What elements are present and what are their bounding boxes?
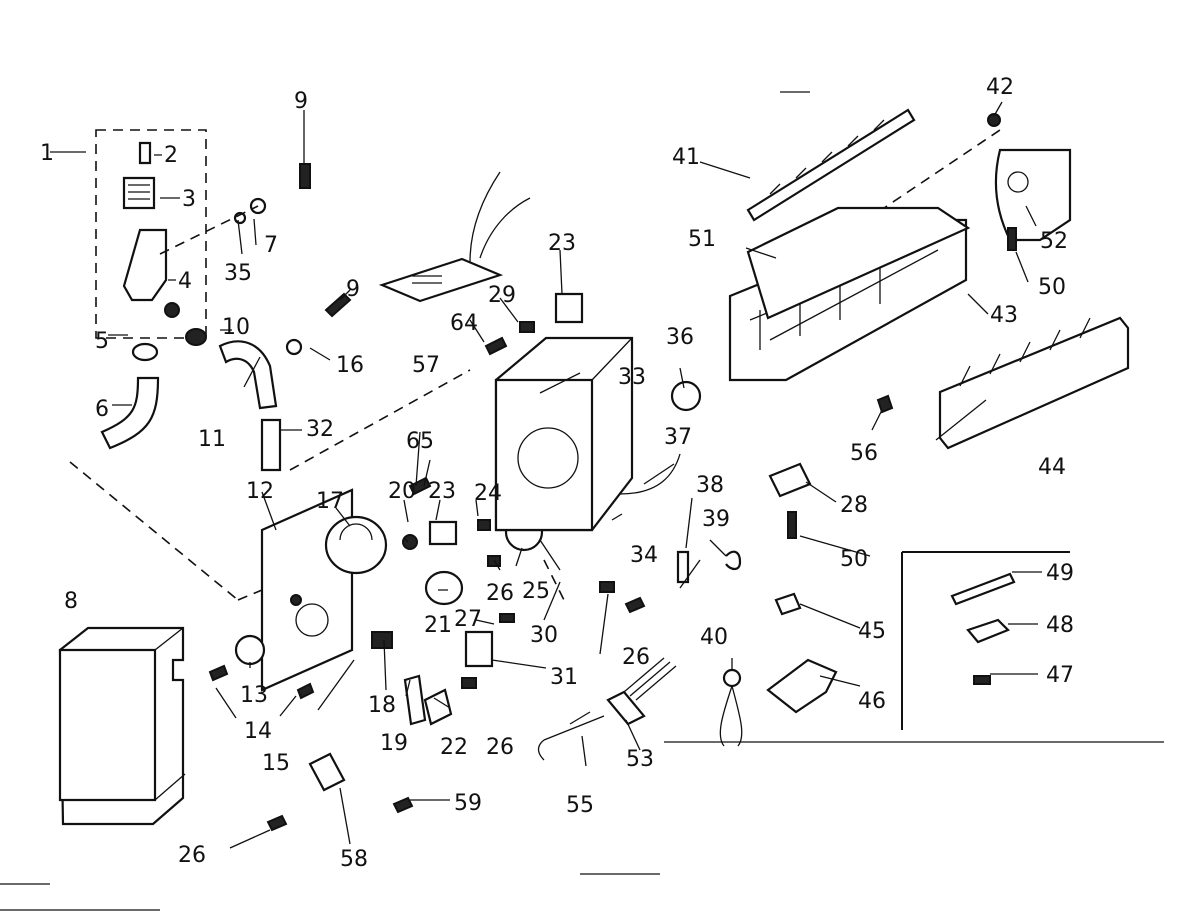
callout-18: 18 bbox=[368, 693, 396, 718]
callout-4: 4 bbox=[178, 269, 192, 294]
callout-23b: 23 bbox=[548, 231, 576, 256]
callout-15: 15 bbox=[262, 751, 290, 776]
callout-25: 25 bbox=[522, 579, 550, 604]
callout-14: 14 bbox=[244, 719, 272, 744]
callout-17: 17 bbox=[316, 489, 344, 514]
callout-11: 11 bbox=[198, 427, 226, 452]
callout-5: 5 bbox=[95, 329, 109, 354]
callout-44: 44 bbox=[1038, 455, 1066, 480]
callout-26a: 26 bbox=[486, 581, 514, 606]
callout-47: 47 bbox=[1046, 663, 1074, 688]
callout-41: 41 bbox=[672, 145, 700, 170]
callout-9b: 9 bbox=[346, 277, 360, 302]
callout-10: 10 bbox=[222, 315, 250, 340]
callout-58: 58 bbox=[340, 847, 368, 872]
callout-19: 19 bbox=[380, 731, 408, 756]
callout-65: 65 bbox=[406, 429, 434, 454]
callout-59: 59 bbox=[454, 791, 482, 816]
callout-50a: 50 bbox=[1038, 275, 1066, 300]
callout-9a: 9 bbox=[294, 89, 308, 114]
callout-57: 57 bbox=[412, 353, 440, 378]
callout-2: 2 bbox=[164, 143, 178, 168]
callout-16: 16 bbox=[336, 353, 364, 378]
callout-3: 3 bbox=[182, 187, 196, 212]
leader-lines bbox=[50, 101, 1042, 849]
callout-labels: 1 2 3 4 5 6 7 8 9 9 10 11 12 13 14 15 16… bbox=[40, 75, 1074, 872]
callout-6: 6 bbox=[95, 397, 109, 422]
callout-51: 51 bbox=[688, 227, 716, 252]
callout-31: 31 bbox=[550, 665, 578, 690]
callout-12: 12 bbox=[246, 479, 274, 504]
callout-46: 46 bbox=[858, 689, 886, 714]
callout-26d: 26 bbox=[178, 843, 206, 868]
parts-layer bbox=[58, 108, 1164, 832]
callout-43: 43 bbox=[990, 303, 1018, 328]
callout-53: 53 bbox=[626, 747, 654, 772]
callout-49: 49 bbox=[1046, 561, 1074, 586]
scan-artifacts bbox=[0, 91, 810, 911]
callout-22: 22 bbox=[440, 735, 468, 760]
callout-26c: 26 bbox=[486, 735, 514, 760]
callout-42: 42 bbox=[986, 75, 1014, 100]
callout-34: 34 bbox=[630, 543, 658, 568]
callout-33: 33 bbox=[618, 365, 646, 390]
callout-8: 8 bbox=[64, 589, 78, 614]
callout-27: 27 bbox=[454, 607, 482, 632]
callout-1: 1 bbox=[40, 141, 54, 166]
callout-32: 32 bbox=[306, 417, 334, 442]
callout-20: 20 bbox=[388, 479, 416, 504]
callout-21: 21 bbox=[424, 613, 452, 638]
callout-13: 13 bbox=[240, 683, 268, 708]
callout-50b: 50 bbox=[840, 547, 868, 572]
callout-64: 64 bbox=[450, 311, 478, 336]
callout-36: 36 bbox=[666, 325, 694, 350]
callout-55: 55 bbox=[566, 793, 594, 818]
callout-39: 39 bbox=[702, 507, 730, 532]
callout-48: 48 bbox=[1046, 613, 1074, 638]
callout-23a: 23 bbox=[428, 479, 456, 504]
callout-35: 35 bbox=[224, 261, 252, 286]
callout-30: 30 bbox=[530, 623, 558, 648]
callout-38: 38 bbox=[696, 473, 724, 498]
callout-24: 24 bbox=[474, 481, 502, 506]
callout-26b: 26 bbox=[622, 645, 650, 670]
callout-45: 45 bbox=[858, 619, 886, 644]
callout-56: 56 bbox=[850, 441, 878, 466]
callout-7: 7 bbox=[264, 233, 278, 258]
callout-52: 52 bbox=[1040, 229, 1068, 254]
callout-29: 29 bbox=[488, 283, 516, 308]
callout-37: 37 bbox=[664, 425, 692, 450]
callout-28: 28 bbox=[840, 493, 868, 518]
callout-40: 40 bbox=[700, 625, 728, 650]
